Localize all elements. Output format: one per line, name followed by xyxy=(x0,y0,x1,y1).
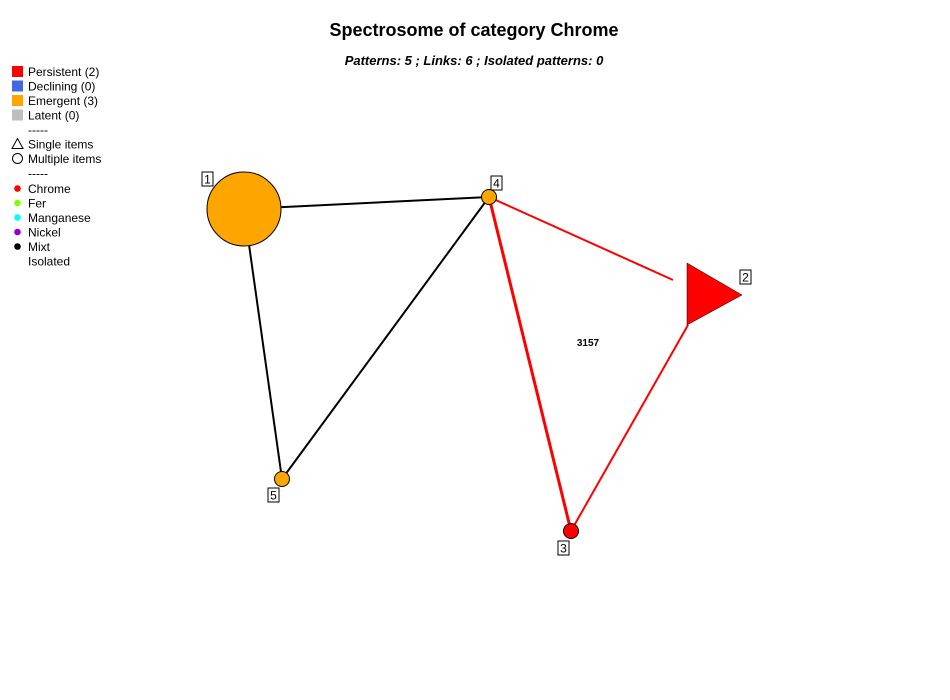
legend-dot-chrome xyxy=(14,185,21,192)
link-4-3 xyxy=(487,196,573,532)
legend-separator: ----- xyxy=(28,123,48,137)
legend-swatch-persistent xyxy=(12,66,23,77)
legend-shape-label: Multiple items xyxy=(28,152,101,166)
legend-category-label: Chrome xyxy=(28,182,71,196)
nodes-layer: 1 2 3 4 5 xyxy=(201,171,752,556)
node-4-label: 4 xyxy=(493,177,500,191)
links-layer xyxy=(243,196,689,532)
node-1-label-box xyxy=(201,171,214,187)
node-5-label: 5 xyxy=(270,489,277,503)
node-4[interactable]: 4 xyxy=(481,175,503,205)
node-1[interactable]: 1 xyxy=(201,171,282,247)
node-5-label-box xyxy=(267,487,280,503)
node-2[interactable]: 2 xyxy=(686,262,752,326)
link-1-4 xyxy=(243,196,490,210)
chart-subtitle: Patterns: 5 ; Links: 6 ; Isolated patter… xyxy=(345,53,604,68)
legend-shape-label: Single items xyxy=(28,138,93,152)
node-3-label: 3 xyxy=(560,542,567,556)
legend-status-label: Emergent (3) xyxy=(28,94,98,108)
node-2-label: 2 xyxy=(742,271,749,285)
legend-swatch-declining xyxy=(12,80,23,92)
legend-swatch-emergent xyxy=(12,95,23,106)
legend-category-label: Nickel xyxy=(28,226,61,240)
node-5-circle xyxy=(274,471,290,487)
link-2-3 xyxy=(570,324,689,532)
node-2-label-box xyxy=(739,269,752,285)
circle-icon xyxy=(12,153,23,164)
legend-separator: ----- xyxy=(28,167,48,181)
node-1-circle xyxy=(206,171,282,247)
node-4-label-box xyxy=(490,175,503,191)
legend-swatch-latent xyxy=(12,109,23,121)
node-5[interactable]: 5 xyxy=(267,471,290,503)
legend-status-label: Persistent (2) xyxy=(28,65,99,79)
legend-dot-mixt xyxy=(14,243,21,250)
chart-title: Spectrosome of category Chrome xyxy=(329,20,618,40)
node-2-triangle xyxy=(686,262,743,326)
legend-dot-nickel xyxy=(14,228,21,236)
legend-category-label: Fer xyxy=(28,197,46,211)
node-3[interactable]: 3 xyxy=(557,523,579,556)
legend-dot-fer xyxy=(14,199,21,207)
link-1-5 xyxy=(243,208,283,480)
node-1-label: 1 xyxy=(204,173,211,187)
legend: Persistent (2)Declining (0)Emergent (3)L… xyxy=(11,65,101,269)
node-3-circle xyxy=(563,523,579,539)
legend-status-label: Declining (0) xyxy=(28,80,95,94)
link-4-5 xyxy=(281,196,490,480)
legend-category-label: Isolated xyxy=(28,255,70,269)
legend-dot-manganese xyxy=(14,214,21,221)
link-4-2 xyxy=(488,196,674,281)
node-3-label-box xyxy=(557,540,570,556)
edge-label: 3157 xyxy=(577,338,600,349)
legend-category-label: Mixt xyxy=(28,240,51,254)
legend-status-label: Latent (0) xyxy=(28,109,79,123)
legend-category-label: Manganese xyxy=(28,211,91,225)
node-4-circle xyxy=(481,189,497,205)
triangle-icon xyxy=(11,137,24,149)
